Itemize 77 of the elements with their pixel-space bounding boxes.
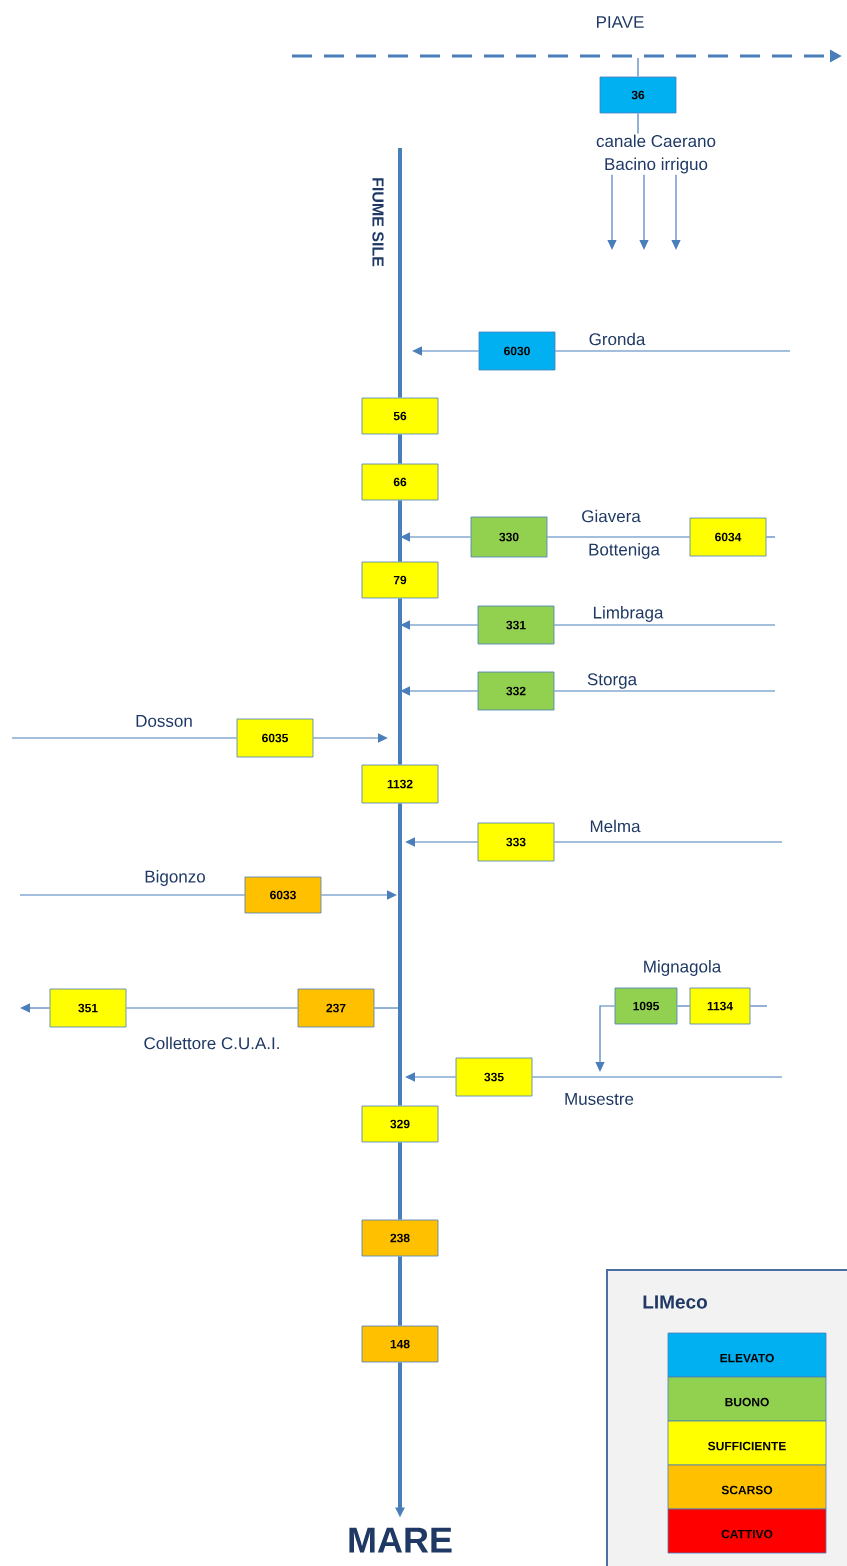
station-box: 6034	[689, 517, 767, 557]
river-name: Bigonzo	[145, 870, 205, 886]
flow-line	[765, 536, 776, 538]
flow-arrow	[639, 174, 649, 250]
flow-arrow	[400, 532, 472, 542]
flow-arrow	[400, 620, 479, 630]
flow-arrow	[405, 837, 479, 847]
station-box: 1132	[361, 764, 439, 804]
legend-item: SCARSO	[667, 1464, 827, 1510]
flow-line	[531, 1076, 783, 1078]
flow-arrow	[405, 1072, 457, 1082]
river-name: Collettore C.U.A.I.	[144, 1036, 279, 1050]
river-name: Botteniga	[589, 543, 660, 559]
flow-arrow	[607, 174, 617, 250]
flow-line	[554, 350, 791, 352]
station-box: 66	[361, 463, 439, 501]
channel-label: canale Caerano Bacino irriguo	[596, 134, 716, 174]
river-name: Mignagola	[644, 960, 722, 976]
station-box: 237	[297, 988, 375, 1028]
river-line	[398, 803, 402, 1106]
station-box: 330	[470, 516, 548, 558]
flow-arrow	[595, 1005, 616, 1072]
station-box: 351	[49, 988, 127, 1028]
flow-line	[637, 57, 639, 78]
flow-line	[125, 1007, 299, 1009]
flow-arrow	[671, 174, 681, 250]
river-line	[398, 1256, 402, 1326]
station-box: 36	[599, 76, 677, 114]
flow-line	[749, 1005, 768, 1007]
station-box: 331	[477, 605, 555, 645]
river-name: Dosson	[136, 715, 192, 727]
river-line	[398, 500, 402, 562]
station-box: 6035	[236, 718, 314, 758]
river-name: Musestre	[565, 1093, 634, 1105]
flow-arrow	[312, 733, 388, 743]
legend-title: LIMeco	[643, 1295, 707, 1309]
station-box: 79	[361, 561, 439, 599]
river-line	[398, 434, 402, 464]
station-box: 1095	[614, 987, 678, 1025]
station-box: 6030	[478, 331, 556, 371]
station-box: 332	[477, 671, 555, 711]
flow-arrow	[400, 686, 479, 696]
river-name: FIUME SILE	[372, 178, 384, 267]
river-name: Gronda	[589, 332, 646, 346]
flow-line	[553, 841, 783, 843]
river-line	[398, 1142, 402, 1220]
station-box: 6033	[244, 876, 322, 914]
station-box: 56	[361, 397, 439, 435]
river-name: Limbraga	[593, 606, 664, 622]
flow-arrow	[20, 1003, 51, 1013]
river-name: PIAVE	[597, 16, 644, 28]
station-box: 329	[361, 1105, 439, 1143]
legend-item: CATTIVO	[667, 1508, 827, 1554]
station-box: 335	[455, 1057, 533, 1097]
river-name: Melma	[590, 819, 641, 833]
legend-item: BUONO	[667, 1376, 827, 1422]
river-line	[398, 148, 402, 398]
legend-item: SUFFICIENTE	[667, 1420, 827, 1466]
flow-line	[546, 536, 691, 538]
flow-arrow	[412, 346, 480, 356]
flow-line	[553, 690, 776, 692]
river-line	[398, 598, 402, 765]
flow-line	[11, 737, 238, 739]
legend-item: ELEVATO	[667, 1332, 827, 1378]
station-box: 148	[361, 1325, 439, 1363]
station-box: 1134	[689, 987, 751, 1025]
river-name: Giavera	[582, 509, 641, 523]
flow-line	[676, 1005, 691, 1007]
flow-line	[553, 624, 776, 626]
flow-line	[19, 894, 246, 896]
flow-line	[637, 112, 639, 134]
sea-label: MARE	[349, 1527, 452, 1553]
station-box: 238	[361, 1219, 439, 1257]
station-box: 333	[477, 822, 555, 862]
river-name: Storga	[587, 673, 638, 689]
flow-line	[373, 1007, 399, 1009]
flow-arrow	[320, 890, 397, 900]
